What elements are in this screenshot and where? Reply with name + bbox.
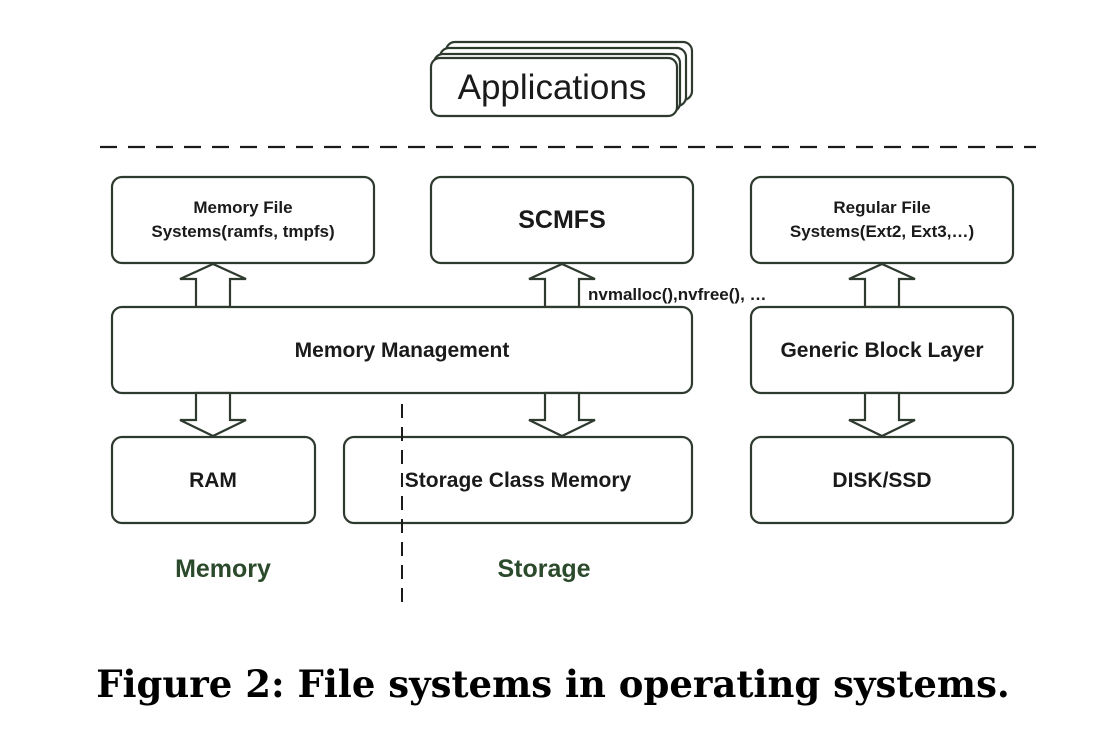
arrow-mm-to-scmfs [528,262,596,309]
figure-caption: Figure 2: File systems in operating syst… [96,662,1010,706]
regular-fs-box [749,175,1015,265]
applications-box [429,56,679,118]
memory-fs-node: Memory File Systems(ramfs, tmpfs) [110,175,376,265]
ram-box [110,435,317,525]
regular-fs-label-line2: Systems(Ext2, Ext3,…) [790,222,974,241]
ram-label: RAM [189,469,237,492]
memory-management-label: Memory Management [295,339,510,362]
regular-fs-label-line1: Regular File [833,198,930,217]
memory-fs-box [110,175,376,265]
arrow-mm-to-memory-fs [179,262,247,309]
applications-stack: Applications [429,40,694,118]
generic-block-layer-node: Generic Block Layer [749,305,1015,395]
region-label-storage: Storage [497,555,590,583]
disk-ssd-box [749,435,1015,525]
regular-fs-node: Regular File Systems(Ext2, Ext3,…) [749,175,1015,265]
disk-ssd-label: DISK/SSD [832,469,931,492]
generic-block-layer-label: Generic Block Layer [780,339,983,362]
memory-management-box [110,305,694,395]
applications-label: Applications [458,68,647,107]
arrow-mm-to-ram [179,391,247,438]
storage-class-memory-node: Storage Class Memory [342,435,694,525]
region-label-memory: Memory [175,555,271,583]
arrow-mm-to-scm [528,391,596,438]
diagram-canvas: Applications Memory File Systems(ramfs, … [100,40,1036,604]
memory-management-node: Memory Management [110,305,694,395]
storage-class-memory-box [342,435,694,525]
disk-ssd-node: DISK/SSD [749,435,1015,525]
arrow-gbl-to-disk [848,391,916,438]
scmfs-node: SCMFS [429,175,695,265]
memory-fs-label-line2: Systems(ramfs, tmpfs) [151,222,334,241]
api-label: nvmalloc(),nvfree(), … [588,285,767,304]
scmfs-label: SCMFS [518,206,606,234]
ram-node: RAM [110,435,317,525]
arrow-gbl-to-regular-fs [848,262,916,309]
memory-fs-label-line1: Memory File [193,198,292,217]
storage-class-memory-label: Storage Class Memory [405,469,632,492]
